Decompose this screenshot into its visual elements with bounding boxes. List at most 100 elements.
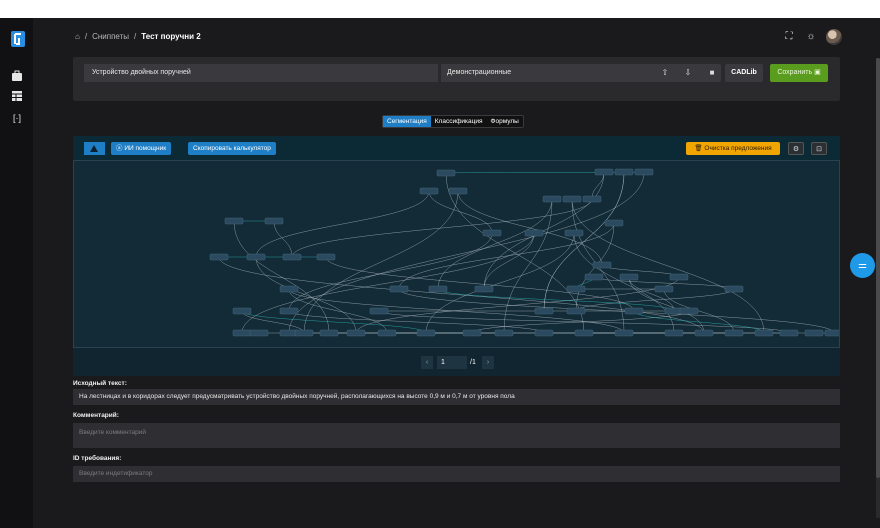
graph-node[interactable] — [604, 219, 624, 227]
warning-triangle-button[interactable] — [84, 142, 105, 155]
graph-node[interactable] — [524, 229, 544, 237]
graph-node[interactable] — [474, 285, 494, 293]
graph-canvas[interactable] — [73, 160, 844, 348]
graph-node[interactable] — [754, 329, 774, 337]
graph-node[interactable] — [614, 168, 634, 176]
graph-node[interactable] — [319, 329, 339, 337]
graph-node[interactable] — [389, 285, 409, 293]
graph-node[interactable] — [654, 285, 674, 293]
graph-node[interactable] — [614, 329, 634, 337]
graph-node[interactable] — [542, 195, 562, 203]
graph-node[interactable] — [592, 261, 612, 269]
graph-node[interactable] — [462, 329, 482, 337]
graph-node[interactable] — [534, 329, 554, 337]
comment-textarea[interactable]: Введите комментарий — [73, 423, 840, 448]
dependency-graph[interactable] — [74, 161, 844, 347]
graph-node[interactable] — [232, 307, 252, 315]
graph-node[interactable] — [436, 169, 456, 177]
table-icon[interactable] — [11, 90, 23, 102]
graph-node[interactable] — [316, 253, 336, 261]
graph-node[interactable] — [282, 253, 302, 261]
graph-node[interactable] — [584, 273, 604, 281]
graph-node[interactable] — [294, 329, 314, 337]
graph-node[interactable] — [564, 229, 584, 237]
graph-node[interactable] — [246, 253, 266, 261]
ai-helper-button[interactable]: ⓐ ИИ помощник — [111, 142, 172, 155]
graph-edge — [241, 232, 535, 334]
logo-icon[interactable] — [11, 31, 25, 47]
graph-node[interactable] — [582, 195, 602, 203]
page-scrollbar[interactable] — [876, 58, 880, 518]
graph-node[interactable] — [562, 195, 582, 203]
graph-edge — [288, 310, 545, 334]
snippet-name-input[interactable]: Устройство двойных поручней — [84, 64, 438, 82]
briefcase-icon[interactable] — [11, 70, 23, 82]
graph-node[interactable] — [566, 285, 586, 293]
graph-node[interactable] — [664, 329, 684, 337]
page-input[interactable]: 1 — [437, 356, 467, 369]
graph-node[interactable] — [264, 217, 284, 225]
breadcrumb-snippets[interactable]: Сниппеты — [92, 32, 130, 41]
graph-node[interactable] — [634, 168, 654, 176]
graph-node[interactable] — [279, 285, 299, 293]
graph-node[interactable] — [679, 307, 699, 315]
graph-node[interactable] — [377, 329, 397, 337]
graph-node[interactable] — [209, 253, 229, 261]
cadlib-button[interactable]: CADLib — [725, 64, 763, 82]
stop-button[interactable]: ■ — [703, 64, 721, 82]
graph-node[interactable] — [574, 329, 594, 337]
graph-node[interactable] — [724, 285, 744, 293]
copy-calculator-button[interactable]: Скопировать калькулятор — [188, 142, 276, 155]
graph-node[interactable] — [804, 329, 824, 337]
graph-edge — [233, 220, 330, 334]
graph-node[interactable] — [669, 273, 689, 281]
category-select-value: Демонстрационные — [447, 69, 512, 76]
focus-icon[interactable]: ⛶ — [785, 31, 793, 42]
prev-page-button[interactable]: ‹ — [421, 356, 433, 369]
graph-node[interactable] — [232, 329, 252, 337]
graph-node[interactable] — [448, 187, 468, 195]
graph-node[interactable] — [279, 307, 299, 315]
graph-edge — [241, 310, 305, 334]
graph-node[interactable] — [346, 329, 366, 337]
graph-node[interactable] — [724, 329, 744, 337]
graph-node[interactable] — [624, 307, 644, 315]
tab-segmentation[interactable]: Сегментация — [383, 116, 431, 127]
graph-node[interactable] — [494, 329, 514, 337]
graph-node[interactable] — [419, 187, 439, 195]
source-text-field[interactable]: На лестницах и в коридорах следует преду… — [73, 389, 840, 405]
graph-node[interactable] — [566, 307, 586, 315]
requirement-id-input[interactable]: Введите индетификатор — [73, 466, 840, 482]
graph-node[interactable] — [619, 273, 639, 281]
download-button[interactable]: ⇩ — [679, 64, 697, 82]
tab-classification[interactable]: Классификация — [434, 118, 483, 125]
graph-node[interactable] — [416, 329, 436, 337]
graph-node[interactable] — [594, 168, 614, 176]
graph-edge — [325, 256, 635, 312]
graph-node[interactable] — [249, 329, 269, 337]
save-button[interactable]: Сохранить ▣ — [770, 64, 828, 82]
sun-icon[interactable]: ☼ — [806, 31, 816, 42]
graph-node[interactable] — [694, 329, 714, 337]
graph-node[interactable] — [369, 307, 389, 315]
graph-node[interactable] — [428, 285, 448, 293]
graph-edge — [575, 288, 735, 312]
sliders-fab-button[interactable]: ⚌ — [850, 253, 875, 278]
fit-view-icon[interactable]: ⊡ — [811, 142, 827, 155]
graph-node[interactable] — [534, 307, 554, 315]
graph-node[interactable] — [779, 329, 799, 337]
graph-node[interactable] — [224, 217, 244, 225]
graph-node[interactable] — [824, 329, 844, 337]
code-braces-icon[interactable]: [·] — [13, 113, 21, 123]
clear-suggestions-button[interactable]: 🗑 Очистка предложения — [686, 142, 780, 155]
tab-formulas[interactable]: Формулы — [490, 118, 519, 125]
graph-edge — [291, 198, 593, 258]
next-page-button[interactable]: › — [482, 356, 494, 369]
home-icon[interactable]: ⌂ — [75, 32, 80, 41]
user-avatar[interactable] — [826, 29, 842, 45]
scrollbar-thumb[interactable] — [876, 58, 880, 478]
settings-icon[interactable]: ⚙ — [788, 142, 804, 155]
upload-button[interactable]: ⇧ — [656, 64, 674, 82]
graph-edge — [628, 276, 705, 334]
graph-node[interactable] — [482, 229, 502, 237]
